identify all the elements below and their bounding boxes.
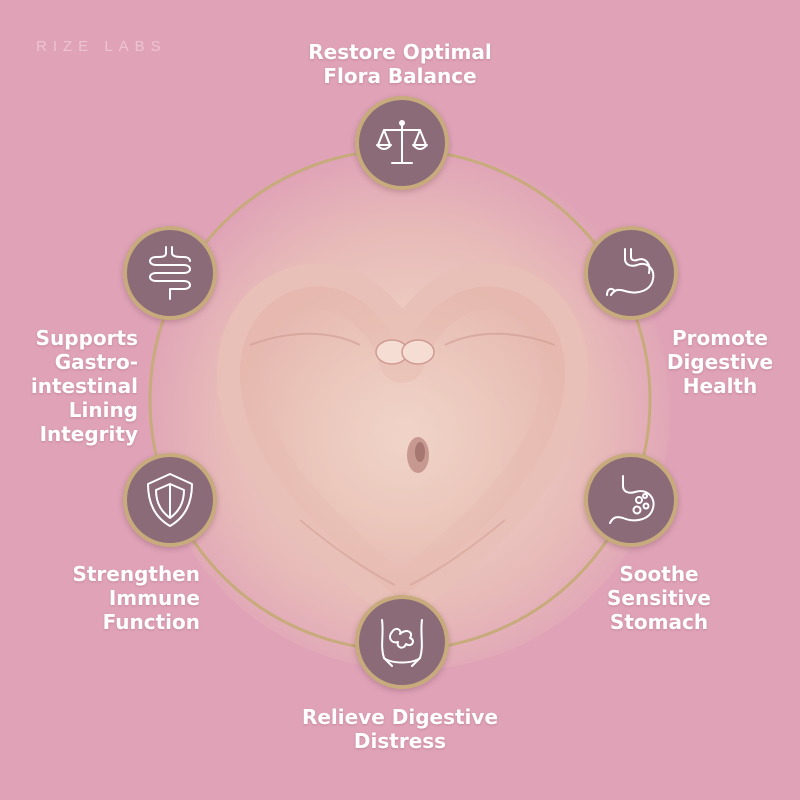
benefit-label-immune: Strengthen Immune Function: [72, 562, 200, 634]
benefit-badge-sensitive-stomach: [584, 453, 678, 547]
benefit-label-sensitive-stomach: Soothe Sensitive Stomach: [607, 562, 711, 634]
benefit-badge-immune: [123, 453, 217, 547]
brand-logo: RIZE LABS: [36, 38, 167, 55]
scales-icon: [376, 120, 428, 164]
benefit-label-flora: Restore Optimal Flora Balance: [308, 40, 492, 88]
benefit-label-digestive-health: Promote Digestive Health: [666, 326, 774, 398]
benefit-badge-flora: [355, 96, 449, 190]
torso-pain-icon: [381, 619, 423, 667]
benefit-badge-gi-lining: [123, 226, 217, 320]
stomach-icon: [606, 248, 655, 296]
benefit-label-digestive-distress: Relieve Digestive Distress: [301, 705, 499, 753]
shield-icon: [147, 473, 193, 527]
benefit-badge-digestive-health: [584, 226, 678, 320]
stomach-bubbles-icon: [609, 475, 655, 524]
benefit-label-gi-lining: Supports Gastro- intestinal Lining Integ…: [30, 326, 138, 446]
intestine-icon: [149, 246, 191, 300]
benefit-badge-digestive-distress: [355, 595, 449, 689]
